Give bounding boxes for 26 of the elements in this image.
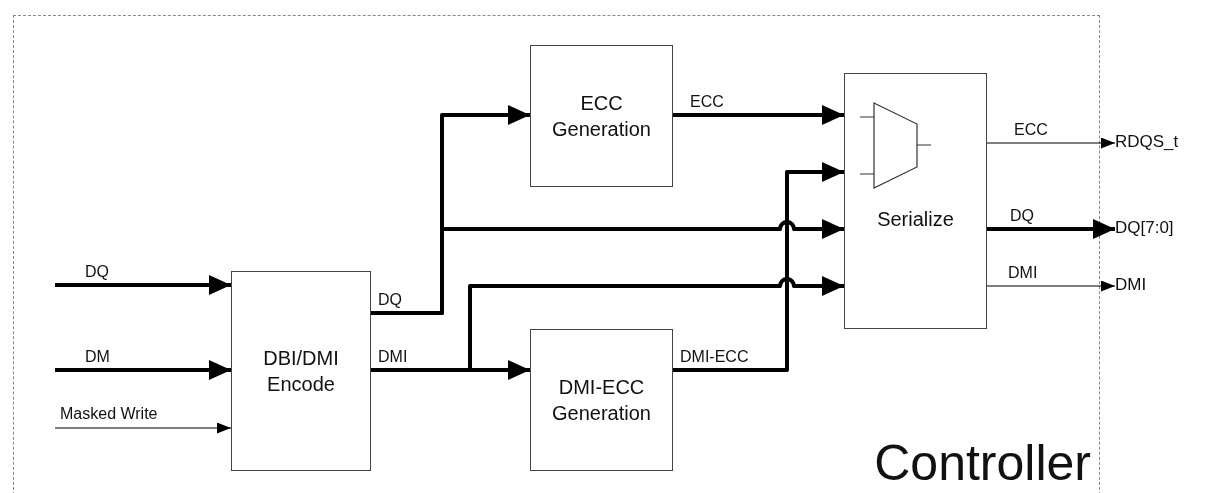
process-box (530, 45, 673, 187)
arrow (986, 137, 1116, 149)
arrow (987, 219, 1115, 239)
box-label: ECC Generation (551, 91, 652, 142)
arrow (673, 105, 844, 125)
box-label: DMI-ECC Generation (551, 375, 652, 426)
edge-label: DQ (83, 262, 111, 282)
arrow (986, 280, 1116, 292)
process-box (530, 329, 673, 471)
edge-label: DQ (1008, 206, 1036, 226)
arrow (673, 162, 844, 372)
box-label: Serialize (877, 207, 954, 232)
edge-label: DQ (376, 290, 404, 310)
arrow (54, 422, 232, 434)
region-label: Controller (874, 438, 1091, 488)
process-box (844, 73, 987, 329)
controller-boundary (13, 15, 1100, 493)
box-label: DBI/DMI Encode (262, 346, 340, 397)
signal-label: DQ[7:0] (1115, 218, 1174, 238)
arrow (371, 219, 844, 315)
process-box (231, 271, 371, 471)
signal-label: DMI (1115, 275, 1147, 295)
signal-label: RDQS_t (1115, 132, 1179, 152)
arrow (55, 360, 231, 380)
arrow (371, 276, 844, 372)
arrow (55, 275, 231, 295)
